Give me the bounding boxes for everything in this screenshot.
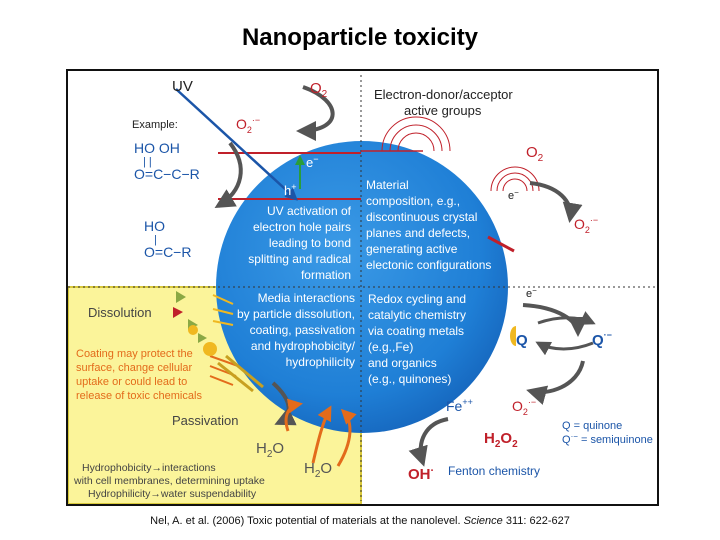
svg-text:discontinuous crystal: discontinuous crystal <box>366 210 477 224</box>
svg-text:Redox cycling and: Redox cycling and <box>368 292 466 306</box>
svg-text:active groups: active groups <box>404 103 482 118</box>
quinone-label: Q <box>516 332 528 349</box>
media-interactions-text: Media interactions by particle dissoluti… <box>237 291 356 369</box>
svg-text:and organics: and organics <box>368 356 437 370</box>
svg-text:with cell membranes, determini: with cell membranes, determining uptake <box>73 475 265 487</box>
svg-text:hydrophilicity: hydrophilicity <box>286 355 355 369</box>
electron-label-right: e− <box>508 188 519 202</box>
chem-bonds: | | <box>143 156 152 168</box>
citation-ref: 311: 622-627 <box>505 515 570 527</box>
o2-label: O2 <box>310 80 328 100</box>
svg-text:generating active: generating active <box>366 242 458 256</box>
svg-text:(e.g.,Fe): (e.g.,Fe) <box>368 340 413 354</box>
svg-text:catalytic chemistry: catalytic chemistry <box>368 308 466 322</box>
chem-bond: | <box>154 234 157 246</box>
nanoparticle-sphere <box>216 141 508 433</box>
hydrophobicity-text: Hydrophobicity→interactions with cell me… <box>73 462 265 500</box>
svg-text:electron hole pairs: electron hole pairs <box>253 220 351 234</box>
uv-label: UV <box>172 78 193 95</box>
chem-ho-oh: HO OH <box>134 140 180 156</box>
electron-label: e− <box>306 154 319 170</box>
passivation-label: Passivation <box>172 413 238 428</box>
uv-arrow <box>175 88 298 201</box>
h2o-label-2: H2O <box>304 460 332 480</box>
svg-text:uptake or could lead to: uptake or could lead to <box>76 376 187 388</box>
citation-authors: Nel, A. et al. (2006) Toxic potential of… <box>150 515 461 527</box>
svg-text:Coating may protect the: Coating may protect the <box>76 348 193 360</box>
citation-journal: Science <box>463 515 503 527</box>
defect-marker <box>487 235 515 253</box>
hydroxyl-radical-label: OH· <box>408 465 434 483</box>
superoxide-label-right: O2·− <box>574 215 598 235</box>
water-arrows <box>284 398 357 467</box>
slide-title: Nanoparticle toxicity <box>241 24 479 51</box>
chem-ho: HO <box>144 218 165 234</box>
svg-text:(e.g., quinones): (e.g., quinones) <box>368 372 451 386</box>
example-label: Example: <box>132 119 178 131</box>
svg-text:formation: formation <box>301 268 351 282</box>
uv-activation-text: UV activation of electron hole pairs lea… <box>248 204 351 282</box>
dissolution-fragments <box>173 291 516 393</box>
ferrous-ion-label: Fe++ <box>446 397 473 414</box>
quinone-legend: Q = quinone <box>562 420 622 432</box>
electron-label-lower: e− <box>526 286 537 300</box>
svg-text:Electron-donor/acceptor: Electron-donor/acceptor <box>374 87 513 102</box>
o2-label-right: O2 <box>526 144 544 164</box>
quinone-arrows <box>535 311 596 356</box>
svg-text:and hydrophobicity/: and hydrophobicity/ <box>251 339 356 353</box>
semiquinone-label: Q·− <box>592 330 612 349</box>
svg-text:coating, passivation: coating, passivation <box>250 323 355 337</box>
h2o2-label: H2O2 <box>484 430 518 450</box>
svg-text:UV activation of: UV activation of <box>267 204 352 218</box>
svg-text:composition, e.g.,: composition, e.g., <box>366 194 460 208</box>
svg-text:surface, change cellular: surface, change cellular <box>76 362 193 374</box>
svg-text:planes and defects,: planes and defects, <box>366 226 470 240</box>
svg-text:via coating metals: via coating metals <box>368 324 464 338</box>
svg-text:electonic configurations: electonic configurations <box>366 258 491 272</box>
h2o-label-1: H2O <box>256 440 284 460</box>
svg-text:Media interactions: Media interactions <box>258 291 355 305</box>
svg-text:splitting and radical: splitting and radical <box>248 252 351 266</box>
citation: Nel, A. et al. (2006) Toxic potential of… <box>0 515 720 527</box>
reaction-arrows <box>214 85 588 467</box>
coating-note: Coating may protect the surface, change … <box>76 348 202 402</box>
svg-text:leading to bond: leading to bond <box>269 236 351 250</box>
material-composition-text: Material composition, e.g., discontinuou… <box>366 178 491 272</box>
svg-text:Material: Material <box>366 178 409 192</box>
semiquinone-legend: Q·− = semiquinone <box>562 432 653 446</box>
redox-cycling-text: Redox cycling and catalytic chemistry vi… <box>368 292 466 386</box>
superoxide-label-top: O2·− <box>236 115 260 135</box>
svg-text:release of toxic chemicals: release of toxic chemicals <box>76 390 202 402</box>
active-site-arcs <box>381 116 540 192</box>
fenton-label: Fenton chemistry <box>448 464 540 478</box>
figure-frame: UV O2 O2·− Example: HO OH | | O=C−C−R HO… <box>66 69 659 506</box>
toxicity-diagram: UV O2 O2·− Example: HO OH | | O=C−C−R HO… <box>68 75 657 504</box>
dissolution-label: Dissolution <box>88 305 152 320</box>
superoxide-label-lower: O2·− <box>512 397 536 417</box>
chem-ocr-chain: O=C−C−R <box>134 166 200 182</box>
svg-text:Hydrophilicity→water suspendab: Hydrophilicity→water suspendability <box>88 488 257 500</box>
donor-acceptor-text: Electron-donor/acceptor active groups <box>374 87 513 118</box>
hole-label: h+ <box>284 182 297 198</box>
svg-text:Hydrophobicity→interactions: Hydrophobicity→interactions <box>82 462 216 474</box>
chem-ocr: O=C−R <box>144 244 191 260</box>
svg-text:by particle dissolution,: by particle dissolution, <box>237 307 355 321</box>
